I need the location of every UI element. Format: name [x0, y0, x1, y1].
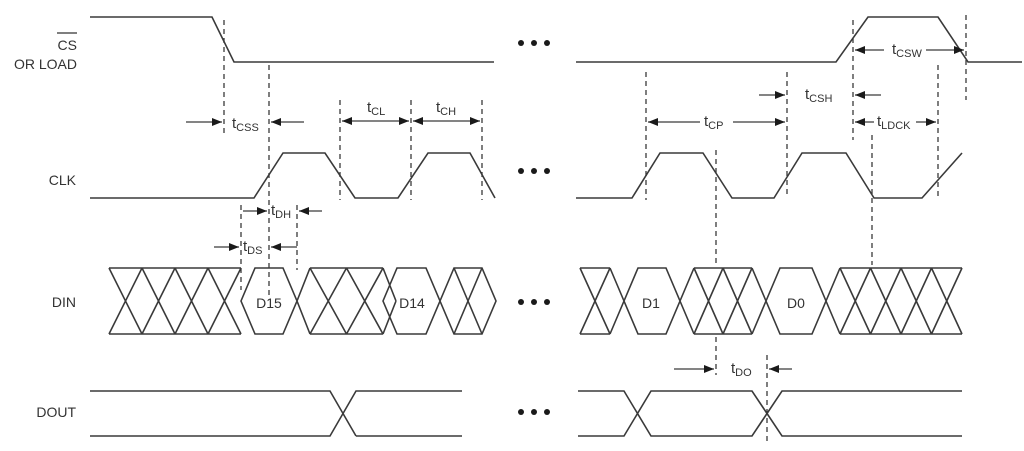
cs-waveform [90, 16, 1022, 63]
clk-waveform [90, 152, 963, 199]
label-tcl: tCL [367, 99, 385, 118]
label-tldck: tLDCK [877, 113, 911, 132]
din-bit-d1: D1 [642, 295, 660, 311]
timing-arrows [186, 46, 964, 373]
label-tcss: tCSS [232, 115, 259, 134]
label-tch: tCH [436, 99, 456, 118]
or-load-label: OR LOAD [14, 56, 77, 72]
ellipsis-clk [518, 168, 550, 174]
clk-label: CLK [49, 172, 77, 188]
signal-labels: CS OR LOAD CLK DIN DOUT [14, 32, 77, 420]
timing-labels: tCSS tCL tCH tDH tDS tCP tCSH tCSW tLDCK… [232, 41, 922, 379]
label-tdh: tDH [271, 202, 291, 221]
ellipsis-din [518, 299, 550, 305]
label-tdo: tDO [731, 360, 752, 379]
din-bit-d14: D14 [399, 295, 425, 311]
ellipsis-cs [518, 40, 550, 46]
din-bit-d15: D15 [256, 295, 282, 311]
din-waveform-left [108, 267, 497, 335]
label-tcp: tCP [704, 113, 723, 132]
label-tcsw: tCSW [892, 41, 922, 60]
label-tds: tDS [243, 238, 262, 257]
din-label: DIN [52, 294, 76, 310]
din-waveform-right [579, 267, 963, 335]
cs-label: CS [58, 37, 77, 53]
din-bit-d0: D0 [787, 295, 805, 311]
reference-lines [223, 15, 967, 445]
dout-waveform [90, 390, 962, 437]
label-tcsh: tCSH [805, 86, 832, 105]
dout-label: DOUT [36, 404, 76, 420]
ellipsis-dout [518, 409, 550, 415]
